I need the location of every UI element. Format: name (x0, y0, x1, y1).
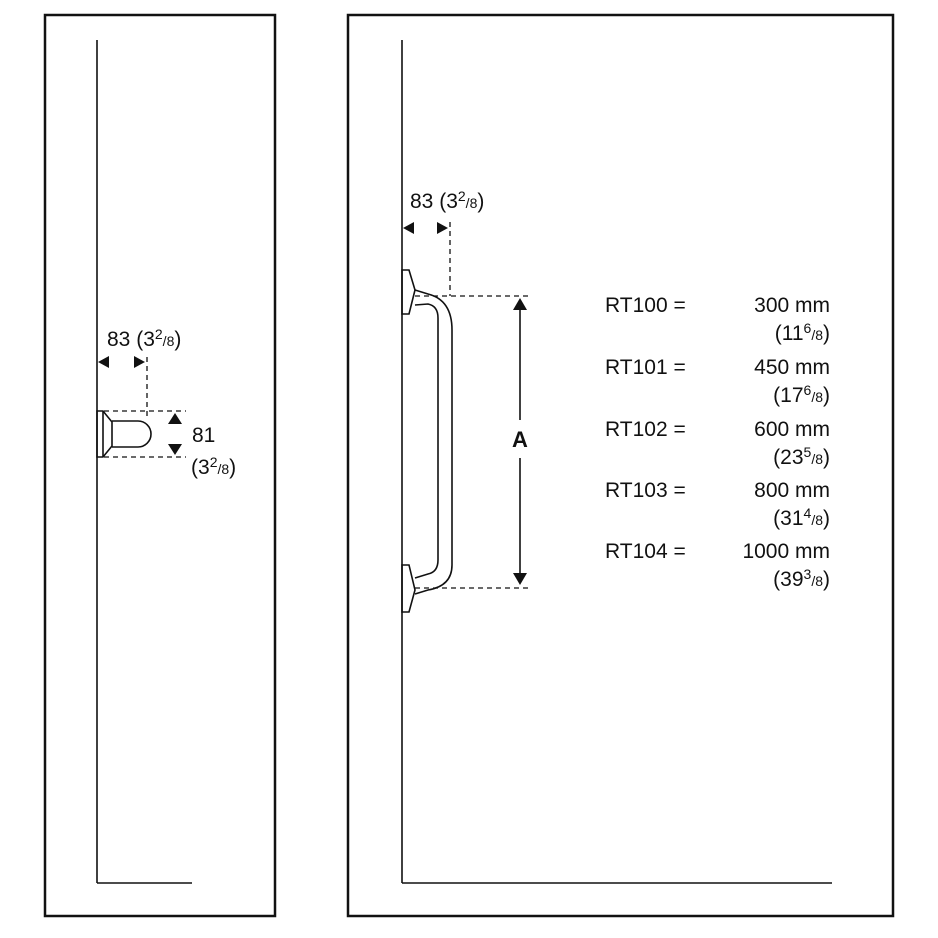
model-length-inch: (235/8) (773, 444, 830, 469)
side-view-frame (43, 13, 277, 918)
model-row: RT103 = 800 mm (314/8) (605, 479, 830, 530)
model-length-inch: (116/8) (775, 320, 830, 345)
model-length-table: RT100 = 300 mm (116/8) RT101 = 450 mm (1… (605, 294, 830, 591)
front-view-frame (346, 13, 895, 918)
side-view-panel: 83 (32/8) 81 (32/8) (43, 13, 277, 918)
model-name: RT103 = (605, 479, 686, 502)
arrow-up-icon (513, 298, 527, 310)
model-row: RT100 = 300 mm (116/8) (605, 294, 830, 345)
model-length-mm: 600 mm (754, 418, 830, 441)
front-projection-label: 83 (32/8) (410, 188, 484, 213)
model-length-inch: (176/8) (773, 382, 830, 407)
arrow-right-icon (134, 356, 145, 368)
model-length-inch: (314/8) (773, 505, 830, 530)
front-view-panel: A 83 (32/8) RT100 = 300 mm (116/8) RT101… (346, 13, 895, 918)
arrow-left-icon (98, 356, 109, 368)
arrow-up-icon (168, 413, 182, 424)
diameter-value: 81 (192, 424, 215, 447)
model-length-mm: 1000 mm (742, 540, 830, 563)
model-length-mm: 300 mm (754, 294, 830, 317)
model-name: RT100 = (605, 294, 686, 317)
side-projection-label: 83 (32/8) (107, 326, 181, 351)
arrow-right-icon (437, 222, 448, 234)
arrow-down-icon (513, 573, 527, 585)
model-row: RT102 = 600 mm (235/8) (605, 418, 830, 469)
arrow-down-icon (168, 444, 182, 455)
grab-bar-front-profile (401, 269, 453, 613)
model-length-mm: 450 mm (754, 356, 830, 379)
diameter-fraction: (32/8) (191, 454, 236, 479)
model-name: RT101 = (605, 356, 686, 379)
grab-bar-side-profile (96, 410, 152, 458)
model-row: RT101 = 450 mm (176/8) (605, 356, 830, 407)
model-length-mm: 800 mm (754, 479, 830, 502)
model-row: RT104 = 1000 mm (393/8) (605, 540, 830, 591)
model-name: RT102 = (605, 418, 686, 441)
model-length-inch: (393/8) (773, 566, 830, 591)
model-name: RT104 = (605, 540, 686, 563)
length-label-a: A (512, 427, 528, 452)
arrow-left-icon (403, 222, 414, 234)
